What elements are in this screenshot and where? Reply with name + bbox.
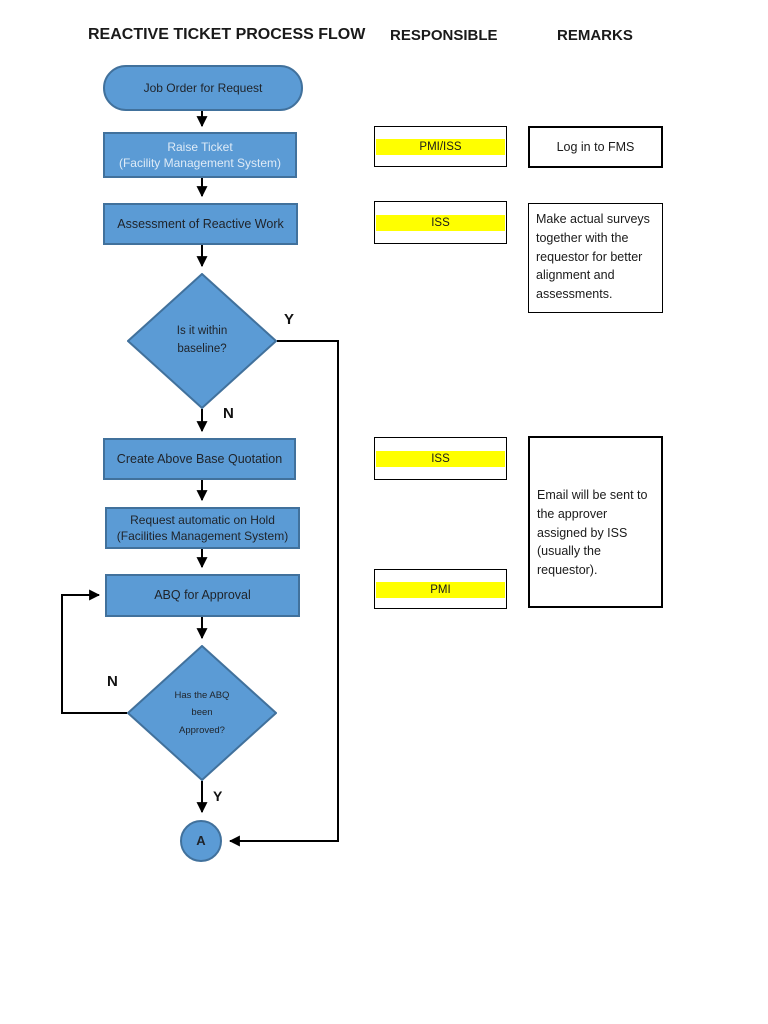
responsible-highlight: PMI bbox=[376, 582, 505, 598]
connector-a: A bbox=[180, 820, 222, 862]
start-terminator: Job Order for Request bbox=[103, 65, 303, 111]
process-request-hold-label-line2: (Facilities Management System) bbox=[116, 529, 289, 543]
responsible-highlight: PMI/ISS bbox=[376, 139, 505, 155]
responsible-box-assessment: ISS bbox=[374, 201, 507, 244]
responsible-box-raise-ticket: PMI/ISS bbox=[374, 126, 507, 167]
connector-a-label: A bbox=[196, 833, 206, 849]
column-header-remarks: REMARKS bbox=[557, 27, 633, 44]
start-terminator-label: Job Order for Request bbox=[143, 80, 263, 95]
remark-box-login-fms: Log in to FMS bbox=[528, 126, 663, 168]
decision-abq-approved-line1: Has the ABQ bbox=[174, 690, 230, 702]
decision-within-baseline-line2: baseline? bbox=[177, 343, 227, 355]
remark-text: Log in to FMS bbox=[556, 140, 635, 154]
decision-within-baseline-line1: Is it within bbox=[176, 325, 228, 338]
responsible-box-abq-approval: PMI bbox=[374, 569, 507, 609]
responsible-highlight: ISS bbox=[376, 451, 505, 467]
process-raise-ticket-label-line1: Raise Ticket bbox=[167, 139, 233, 154]
process-abq-approval-label: ABQ for Approval bbox=[154, 588, 251, 603]
remark-text: Email will be sent to the approver assig… bbox=[537, 488, 648, 577]
process-request-hold-label-line1: Request automatic on Hold bbox=[130, 512, 275, 527]
process-assessment-label: Assessment of Reactive Work bbox=[117, 216, 284, 231]
decision2-yes-label: Y bbox=[213, 788, 223, 804]
remark-text: Make actual surveys together with the re… bbox=[536, 212, 650, 301]
remark-box-email-approver: Email will be sent to the approver assig… bbox=[528, 436, 663, 608]
decision1-no-label: N bbox=[223, 405, 234, 422]
process-raise-ticket-label-line2: (Facility Management System) bbox=[118, 156, 282, 170]
process-create-quotation: Create Above Base Quotation bbox=[103, 438, 296, 480]
diamond-shape bbox=[127, 645, 277, 781]
process-create-quotation-label: Create Above Base Quotation bbox=[116, 451, 283, 466]
decision2-no-label: N bbox=[107, 673, 118, 690]
responsible-box-create-quotation: ISS bbox=[374, 437, 507, 480]
responsible-highlight: ISS bbox=[376, 215, 505, 231]
decision-abq-approved-line2: been bbox=[191, 707, 213, 719]
remark-box-surveys: Make actual surveys together with the re… bbox=[528, 203, 663, 313]
page-title: REACTIVE TICKET PROCESS FLOW bbox=[88, 26, 366, 43]
process-raise-ticket: Raise Ticket (Facility Management System… bbox=[103, 132, 297, 178]
decision1-yes-label: Y bbox=[284, 311, 295, 328]
process-assessment: Assessment of Reactive Work bbox=[103, 203, 298, 245]
decision-abq-approved: Has the ABQ been Approved? bbox=[127, 645, 277, 781]
process-request-hold: Request automatic on Hold (Facilities Ma… bbox=[105, 507, 300, 549]
decision-within-baseline: Is it within baseline? bbox=[127, 273, 277, 409]
process-abq-approval: ABQ for Approval bbox=[105, 574, 300, 617]
column-header-responsible: RESPONSIBLE bbox=[390, 27, 498, 44]
decision-abq-approved-line3: Approved? bbox=[179, 724, 225, 736]
diamond-shape bbox=[127, 273, 277, 409]
